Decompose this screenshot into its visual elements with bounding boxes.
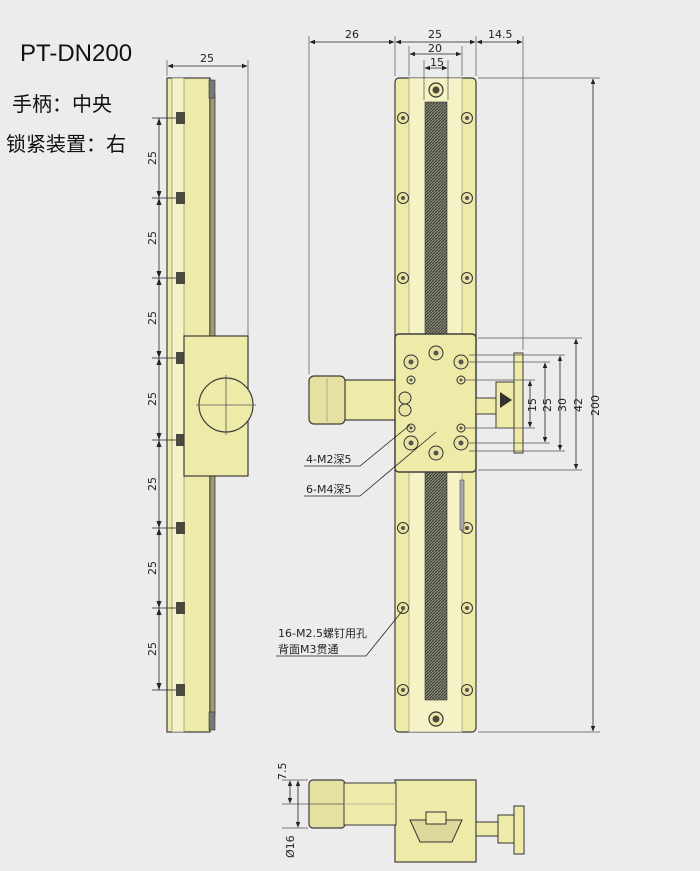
right-dim-15: 15: [526, 398, 539, 412]
side-top-knob: [208, 79, 216, 99]
top-dim-26: 26: [345, 28, 359, 41]
front-right-ext-lines: [465, 77, 600, 733]
side-pitch-label-5: 25: [146, 477, 159, 491]
right-dim-25: 25: [541, 398, 554, 412]
top-dim-20: 20: [428, 42, 442, 55]
top-bearing-hole-inner: [432, 86, 440, 94]
handle-position-label: 手柄：中央: [12, 92, 112, 116]
lock-bar: [513, 352, 524, 454]
bottom-dim-diameter: Ø16: [284, 835, 297, 858]
side-pitch-arrows: [156, 118, 162, 690]
bottom-dim-ext-lines: [282, 779, 344, 829]
lock-position-label: 锁紧装置：右: [6, 132, 126, 156]
side-screw-marks: [176, 112, 185, 696]
top-dim-25: 25: [428, 28, 442, 41]
scale-strip: [459, 479, 465, 531]
callout-screw-line1: 16-M2.5螺钉用孔: [278, 627, 367, 640]
bottom-lock-bar: [513, 805, 525, 855]
front-handle-shaft: [343, 379, 397, 421]
lead-screw-upper: [424, 101, 448, 335]
side-pitch-label-2: 25: [146, 231, 159, 245]
callout-screw-leader: [276, 609, 404, 657]
bottom-bearing-hole-inner: [432, 715, 440, 723]
side-pitch-label-6: 25: [146, 561, 159, 575]
side-pitch-label-4: 25: [146, 392, 159, 406]
side-bottom-knob: [208, 711, 216, 731]
side-pitch-ticks: [152, 117, 176, 691]
callout-screw-line2: 背面M3贯通: [278, 642, 339, 656]
model-title: PT-DN200: [20, 40, 133, 67]
lock-stem: [475, 397, 497, 415]
lead-screw-lower: [424, 471, 448, 701]
bottom-dim-height: 7.5: [276, 763, 289, 781]
bottom-view: 7.5 Ø16: [276, 763, 525, 863]
callout-m2: 4-M2深5: [306, 453, 351, 466]
callout-m4-leader: [304, 431, 437, 497]
callout-m2-leader: [304, 424, 411, 467]
side-pitch-label-1: 25: [146, 151, 159, 165]
front-top-dim-lines: [308, 36, 524, 374]
side-pitch-label-7: 25: [146, 642, 159, 656]
right-dim-42: 42: [572, 398, 585, 412]
front-view: 26 25 20 15 14.5 15: [276, 28, 602, 733]
top-dim-14-5: 14.5: [488, 28, 513, 41]
right-dim-30: 30: [556, 398, 569, 412]
rail-mounting-holes-inner: [401, 116, 469, 692]
carriage-holes: [398, 345, 469, 461]
carriage-holes-inner: [408, 350, 464, 456]
lock-wedge: [500, 392, 512, 408]
side-rail-face: [171, 77, 185, 733]
side-pitch-label-3: 25: [146, 311, 159, 325]
side-width-dim-label: 25: [200, 52, 214, 65]
callout-m4: 6-M4深5: [306, 483, 351, 496]
bottom-lock-stem: [475, 821, 499, 837]
right-dim-200: 200: [589, 395, 602, 416]
side-view: 25 25 25: [146, 52, 256, 733]
bottom-screw-block: [425, 811, 447, 825]
top-dim-15: 15: [430, 56, 444, 69]
bottom-lock-plate: [497, 814, 517, 844]
